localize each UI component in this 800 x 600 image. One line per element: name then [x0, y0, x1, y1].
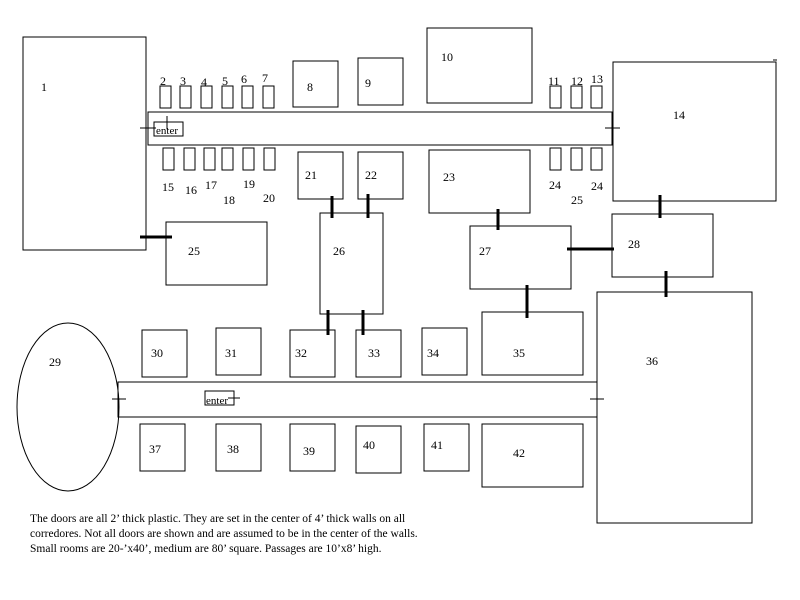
cell-15 [162, 147, 175, 171]
room-37 [139, 423, 186, 472]
label-room-40: 40 [363, 438, 375, 452]
label-room-18: 18 [223, 193, 235, 207]
cell-2 [159, 85, 172, 109]
label-room-26: 26 [333, 244, 345, 258]
label-room-41: 41 [431, 438, 443, 452]
cell-13 [590, 85, 603, 109]
cell-18 [221, 147, 234, 171]
label-room-28: 28 [628, 237, 640, 251]
label-room-42: 42 [513, 446, 525, 460]
label-room-8: 8 [307, 80, 313, 94]
cell-3 [179, 85, 192, 109]
label-room-6: 6 [241, 72, 247, 86]
label-room-11: 11 [548, 74, 560, 88]
label-room-37: 37 [149, 442, 161, 456]
note-line-3: Small rooms are 20-’x40’, medium are 80’… [30, 543, 382, 555]
room-22 [357, 151, 404, 200]
room-1 [22, 36, 147, 251]
cell-20 [263, 147, 276, 171]
room-26 [319, 212, 384, 315]
room-29 [16, 322, 120, 492]
label-room-12: 12 [571, 74, 583, 88]
label-room-10: 10 [441, 50, 453, 64]
room-8 [292, 60, 339, 108]
label-room-5: 5 [222, 74, 228, 88]
label-room-24a: 24 [549, 178, 561, 192]
label-room-24b: 24 [591, 179, 603, 193]
cell-25b [570, 147, 583, 171]
cell-11 [549, 85, 562, 109]
room-36 [596, 291, 753, 524]
label-room-15: 15 [162, 180, 174, 194]
room-25-west [165, 221, 268, 286]
cell-19 [242, 147, 255, 171]
label-room-4: 4 [201, 75, 207, 89]
room-39 [289, 423, 336, 472]
note-line-1: The doors are all 2’ thick plastic. They… [30, 513, 406, 525]
label-room-20: 20 [263, 191, 275, 205]
notes-text: The doors are all 2’ thick plastic. They… [30, 512, 570, 557]
label-room-23: 23 [443, 170, 455, 184]
note-line-2: corredores. Not all doors are shown and … [30, 528, 418, 540]
label-room-34: 34 [427, 346, 439, 360]
cell-4 [200, 85, 213, 109]
cell-6 [241, 85, 254, 109]
room-35 [481, 311, 584, 376]
room-38 [215, 423, 262, 472]
label-room-36: 36 [646, 354, 658, 368]
label-room-16: 16 [185, 183, 197, 197]
cell-17 [203, 147, 216, 171]
room-40 [355, 425, 402, 474]
room-21 [297, 151, 344, 200]
label-room-35: 35 [513, 346, 525, 360]
label-room-31: 31 [225, 346, 237, 360]
label-room-25b: 25 [571, 193, 583, 207]
label-room-21: 21 [305, 168, 317, 182]
lower-corridor [117, 381, 598, 418]
label-room-33: 33 [368, 346, 380, 360]
cell-7 [262, 85, 275, 109]
room-31 [215, 327, 262, 376]
label-room-38: 38 [227, 442, 239, 456]
cell-5 [221, 85, 234, 109]
cell-24b [590, 147, 603, 171]
label-room-13: 13 [591, 72, 603, 86]
label-room-39: 39 [303, 444, 315, 458]
room-34 [421, 327, 468, 376]
label-room-25: 25 [188, 244, 200, 258]
room-9 [357, 57, 404, 106]
cell-24a [549, 147, 562, 171]
room-23 [428, 149, 531, 214]
room-28 [611, 213, 714, 278]
label-room-27: 27 [479, 244, 491, 258]
label-room-7: 7 [262, 71, 268, 85]
room-33 [355, 329, 402, 378]
label-room-22: 22 [365, 168, 377, 182]
room-32 [289, 329, 336, 378]
cell-16 [183, 147, 196, 171]
label-room-29: 29 [49, 355, 61, 369]
enter-box-upper [153, 121, 184, 137]
label-room-1: 1 [41, 80, 47, 94]
enter-label-lower: enter [206, 395, 228, 407]
room-10 [426, 27, 533, 104]
room-30 [141, 329, 188, 378]
label-room-30: 30 [151, 346, 163, 360]
enter-label-upper: enter [156, 125, 178, 137]
room-42 [481, 423, 584, 488]
upper-corridor [147, 111, 613, 146]
label-room-17: 17 [205, 178, 217, 192]
label-room-19: 19 [243, 177, 255, 191]
label-room-32: 32 [295, 346, 307, 360]
label-room-3: 3 [180, 74, 186, 88]
room-27 [469, 225, 572, 290]
room-14 [612, 61, 777, 202]
label-room-9: 9 [365, 76, 371, 90]
room-41 [423, 423, 470, 472]
label-room-2: 2 [160, 74, 166, 88]
label-room-14: 14 [673, 108, 685, 122]
cell-12 [570, 85, 583, 109]
